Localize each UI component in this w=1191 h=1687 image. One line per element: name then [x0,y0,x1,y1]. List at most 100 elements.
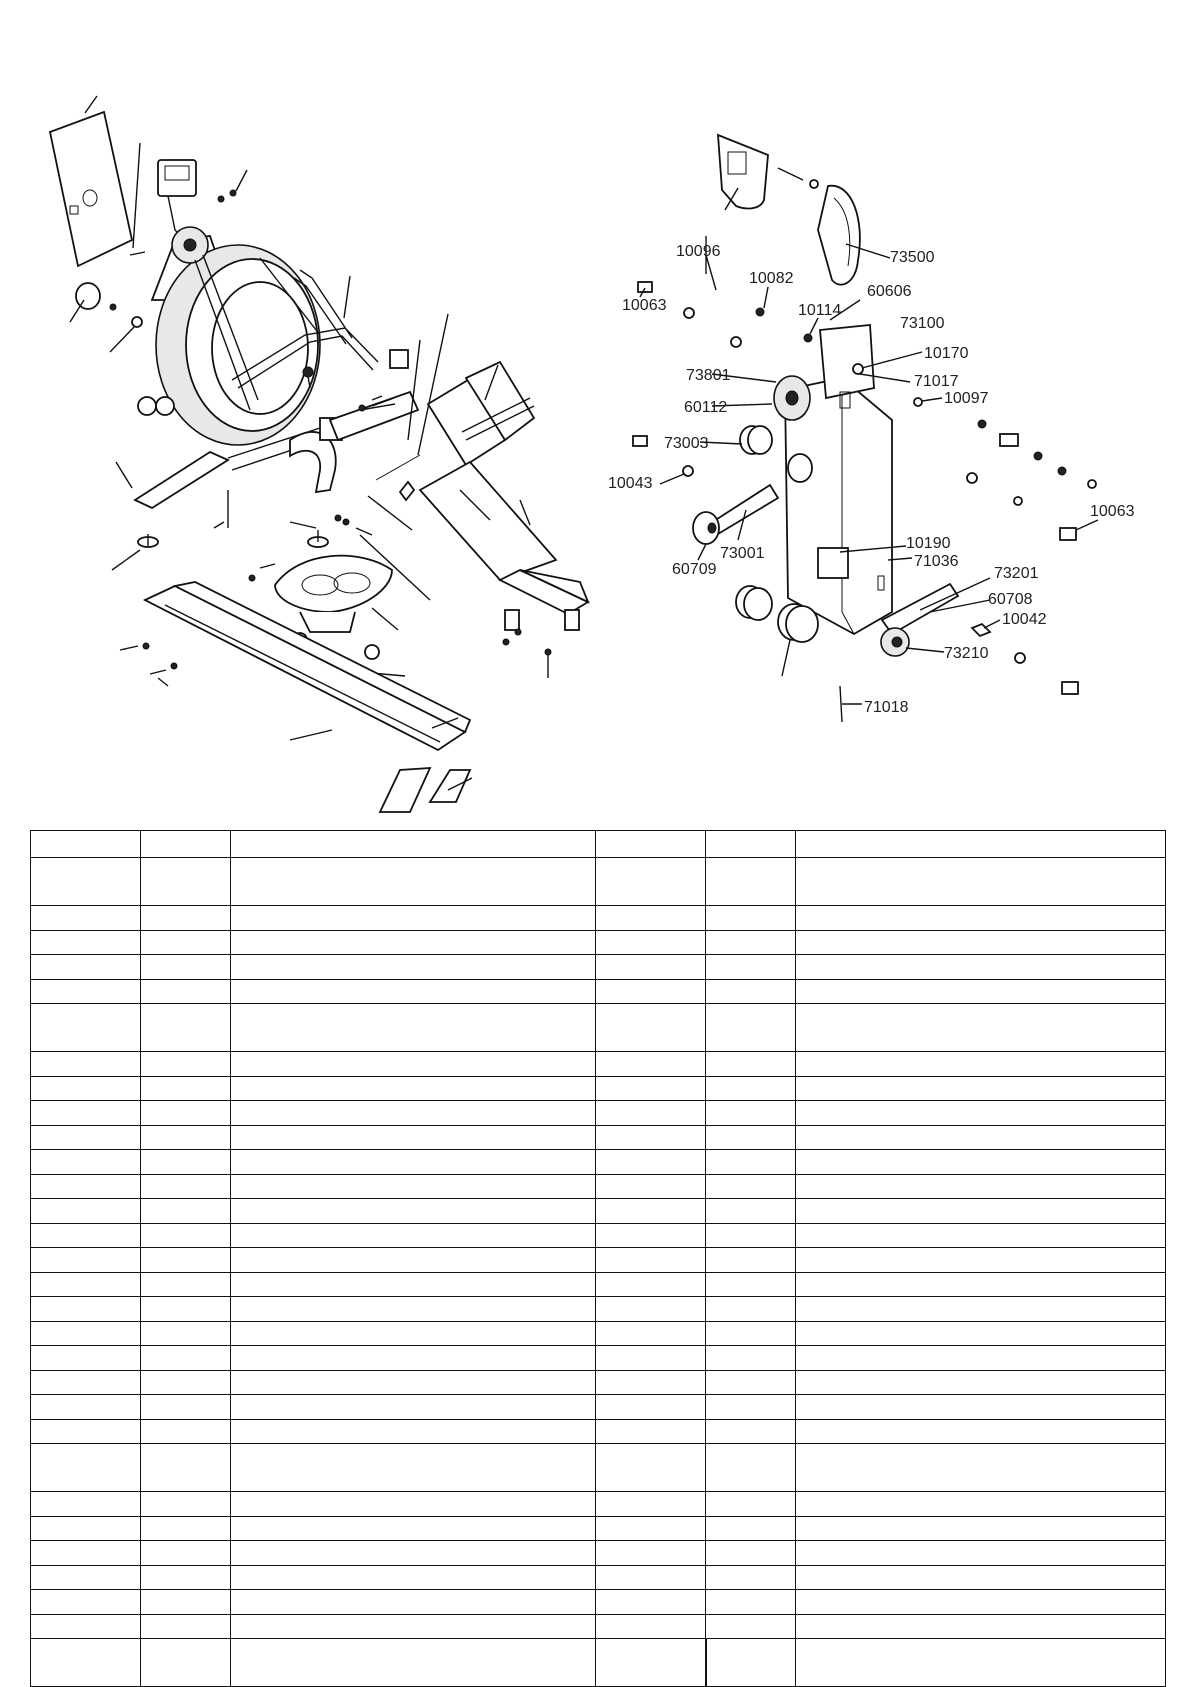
parts-table-cell [140,978,231,1004]
callout-73003: 73003 [664,435,709,452]
leader-line [111,549,141,571]
rail-groove [164,604,441,743]
parts-table-cell [230,1173,596,1199]
cover-hole [82,189,98,207]
parts-table-cell [705,1418,796,1444]
parts-table-cell [705,1345,796,1371]
callout-73801: 73801 [686,367,731,384]
callout-60708: 60708 [988,591,1033,608]
parts-table-cell [705,830,796,858]
washer [1087,479,1097,489]
parts-table-cell [705,1394,796,1420]
parts-table-cell [595,1271,706,1297]
callout-10097: 10097 [944,390,989,407]
pulley-hub [785,390,799,406]
parts-table-cell [795,1222,1166,1248]
parts-table-cell [795,1271,1166,1297]
parts-table-cell [230,978,596,1004]
leader-line [69,299,85,323]
leader-line [289,521,317,529]
axle [461,397,531,433]
parts-table-cell [140,1638,231,1687]
parts-table-cell [30,1394,141,1420]
parts-table-cell [595,1051,706,1077]
parts-table-row [30,929,1166,955]
parts-table-cell [705,1003,796,1052]
fold-leg-top [519,569,590,604]
parts-table-cell [795,1443,1166,1492]
front-stabilizer [133,450,230,510]
parts-table-row [30,978,1166,1004]
exploded-parts-diagram: 10096 10063 10082 73500 60606 10114 7310… [48,95,1135,813]
parts-table-cell [230,1515,596,1541]
rear-foot [378,767,432,813]
parts-table-cell [705,1515,796,1541]
parts-table-cell [140,830,231,858]
callout-73201: 73201 [994,565,1039,582]
parts-table-row [30,1173,1166,1199]
parts-table-cell [140,1003,231,1052]
parts-table-cell [30,1247,141,1273]
washer [1013,496,1023,506]
rod [375,454,421,481]
parts-table-cell [230,1124,596,1150]
parts-table-cell [30,1173,141,1199]
fold-frame [418,460,558,582]
parts-table-row [30,1100,1166,1126]
washer [913,397,923,407]
parts-table-cell [140,1564,231,1590]
callout-71036: 71036 [914,553,959,570]
callout-10063: 10063 [622,297,667,314]
parts-table-cell [140,1198,231,1224]
leader-line [407,339,421,441]
parts-table-cell [30,1515,141,1541]
nut [502,638,510,646]
pulley-hub [707,522,717,534]
parts-table-cell [795,1247,1166,1273]
parts-table-cell [230,1320,596,1346]
parts-table-cell [595,1491,706,1517]
parts-table-cell [30,929,141,955]
parts-table-cell [140,1149,231,1175]
parts-table-cell [140,857,231,906]
parts-table-cell [795,929,1166,955]
parts-table-row [30,1369,1166,1395]
parts-table-cell [595,1345,706,1371]
parts-table-cell [595,954,706,980]
parts-table-cell [705,1222,796,1248]
parts-table-cell [140,1369,231,1395]
parts-table-row [30,1638,1166,1687]
parts-table-row [30,954,1166,980]
parts-table-cell [230,1589,596,1615]
parts-table-cell [595,1222,706,1248]
parts-table-cell [30,830,141,858]
bolt-head [1059,527,1077,541]
leader-line [781,639,791,677]
parts-table-cell [795,1149,1166,1175]
parts-table-row [30,1418,1166,1444]
callout-60709: 60709 [672,561,717,578]
front-wheel [137,396,157,416]
parts-table-cell [30,1345,141,1371]
parts-table-cell [230,1075,596,1101]
parts-table-cell [795,1394,1166,1420]
parts-table-cell [140,1100,231,1126]
nut [142,642,150,650]
parts-table-row [30,1247,1166,1273]
parts-table-row [30,905,1166,931]
bolt [705,254,717,291]
parts-table-cell [140,1320,231,1346]
nut [1033,451,1043,461]
parts-table-cell [795,1198,1166,1224]
parts-table-cell [705,857,796,906]
housing-slot [839,391,851,409]
screw [755,307,765,317]
parts-table-cell [595,857,706,906]
leader-line [447,777,473,791]
parts-list-body [30,830,1166,1687]
leader-line [887,557,913,561]
callout-60606: 60606 [867,283,912,300]
leader-line [157,677,169,687]
parts-table-row [30,1222,1166,1248]
seat-roller [364,644,380,660]
